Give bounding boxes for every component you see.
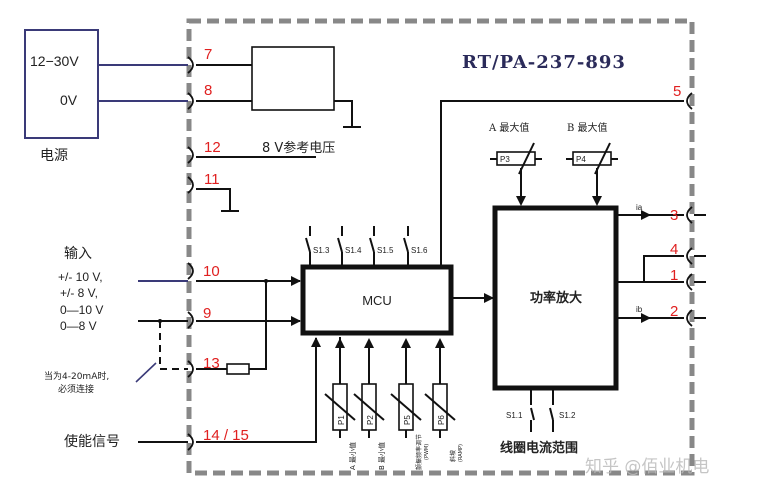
pin-1-label: 1 bbox=[670, 267, 678, 284]
pot-p3-label: A 最大值 bbox=[488, 121, 529, 134]
pin-10-label: 10 bbox=[203, 263, 220, 280]
power-amplifier-label: 功率放大 bbox=[530, 290, 582, 306]
wire-mcu-to-5 bbox=[440, 100, 684, 267]
pin-13-label: 13 bbox=[203, 355, 220, 372]
switch-s1-1: S1.1 bbox=[506, 411, 523, 420]
jumper-4-20ma bbox=[159, 321, 188, 370]
coil-current-range-label: 线圈电流范围 bbox=[500, 440, 578, 456]
socket-10 bbox=[187, 262, 194, 280]
switch-s1-5: S1.5 bbox=[377, 246, 394, 255]
top-potentiometers: A 最大值 P3 B 最大值 P4 bbox=[488, 121, 618, 206]
mcu-switches: S1.3 S1.4 S1.5 S1.6 bbox=[305, 226, 428, 267]
enable-signal-label: 使能信号 bbox=[64, 433, 120, 450]
output-ib-label: ib bbox=[636, 305, 643, 314]
switch-s1-3: S1.3 bbox=[313, 246, 330, 255]
pin-11-label: 11 bbox=[204, 171, 220, 188]
pot-p6-id: P6 bbox=[437, 415, 446, 425]
pot-p6-sub: (RAMP) bbox=[458, 444, 464, 462]
pin-9-label: 9 bbox=[203, 305, 211, 322]
pin-2-label: 2 bbox=[670, 303, 678, 320]
power-supply-label: 电源 bbox=[40, 148, 68, 164]
pot-p4-label: B 最大值 bbox=[567, 121, 608, 134]
socket-12 bbox=[187, 146, 194, 164]
socket-7 bbox=[187, 56, 194, 74]
input-range-1: +/- 10 V, bbox=[58, 270, 103, 284]
pin-5-label: 5 bbox=[673, 83, 681, 100]
reference-voltage-label: 8 V参考电压 bbox=[262, 140, 335, 156]
pot-p1-label: A 最小值 bbox=[348, 442, 357, 470]
socket-5 bbox=[686, 92, 693, 110]
pot-p2-id: P2 bbox=[366, 415, 375, 425]
wire-enable-to-mcu bbox=[196, 337, 321, 443]
supply-voltage-label: 12−30V bbox=[30, 53, 79, 69]
power-supply: 12−30V 0V 电源 bbox=[24, 29, 99, 164]
switch-s1-4: S1.4 bbox=[345, 246, 362, 255]
pin-8-label: 8 bbox=[204, 82, 212, 99]
output-ia-label: ia bbox=[636, 203, 643, 212]
socket-3 bbox=[686, 206, 693, 224]
socket-14-15 bbox=[187, 433, 194, 451]
pot-p5-label: 颤振频率调节 bbox=[415, 434, 423, 470]
socket-13 bbox=[187, 360, 194, 378]
pin-4-label: 4 bbox=[670, 241, 678, 258]
current-input-note-line1: 当为4-20mA时, bbox=[44, 370, 109, 382]
socket-1 bbox=[686, 273, 693, 291]
socket-9 bbox=[187, 311, 194, 329]
mcu-block: MCU bbox=[300, 264, 454, 336]
sense-resistor bbox=[226, 363, 250, 375]
input-range-4: 0—8 V bbox=[60, 319, 97, 333]
input-range-3: 0—10 V bbox=[60, 303, 103, 317]
pot-p1-id: P1 bbox=[337, 415, 346, 425]
coil-current-switches: S1.1 S1.2 线圈电流范围 bbox=[500, 390, 578, 456]
current-input-note-line2: 必须连接 bbox=[58, 383, 94, 395]
socket-4 bbox=[686, 247, 693, 265]
socket-8 bbox=[187, 92, 194, 110]
bottom-potentiometers: P1 A 最小值 P2 B 最小值 P5 颤振频率调节 (PWM) P6 斜坡 … bbox=[324, 337, 464, 470]
pot-p3-id: P3 bbox=[500, 155, 510, 164]
input-range-2: +/- 8 V, bbox=[60, 286, 98, 300]
power-amplifier-block: 功率放大 bbox=[492, 205, 619, 391]
pin-14-15-label: 14 / 15 bbox=[203, 427, 249, 444]
note-pointer bbox=[135, 362, 157, 383]
module-enclosure bbox=[186, 18, 695, 476]
socket-11 bbox=[187, 176, 194, 194]
pin-12-label: 12 bbox=[204, 139, 221, 156]
switch-s1-2: S1.2 bbox=[559, 411, 576, 420]
reference-voltage-block: 8 V参考电压 bbox=[196, 46, 361, 212]
pot-p5-sub: (PWM) bbox=[424, 444, 430, 460]
pin-3-label: 3 bbox=[670, 207, 678, 224]
watermark: 知乎 @佰业机电 bbox=[585, 457, 709, 477]
input-heading: 输入 bbox=[64, 246, 92, 262]
pot-p4-id: P4 bbox=[576, 155, 586, 164]
supply-ground-label: 0V bbox=[60, 92, 78, 108]
mcu-label: MCU bbox=[362, 293, 392, 308]
pot-p5-id: P5 bbox=[403, 415, 412, 425]
switch-s1-6: S1.6 bbox=[411, 246, 428, 255]
pot-p2-label: B 最小值 bbox=[377, 442, 386, 470]
pin-7-label: 7 bbox=[204, 46, 212, 63]
socket-2 bbox=[686, 309, 693, 327]
module-title: RT/PA-237-893 bbox=[462, 52, 626, 73]
pot-p6-label: 斜坡 bbox=[449, 450, 457, 462]
left-sockets bbox=[187, 56, 194, 451]
